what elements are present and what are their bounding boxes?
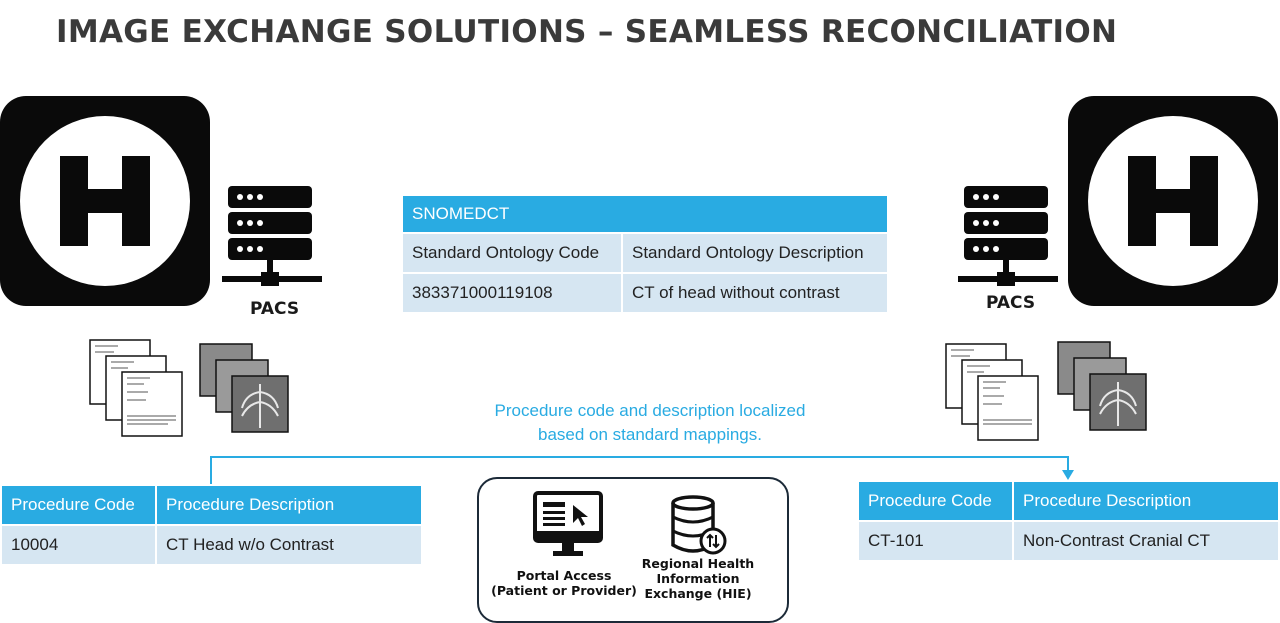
- hie-label: Regional Health Information Exchange (HI…: [641, 556, 755, 601]
- table-cell: Non-Contrast Cranial CT: [1012, 520, 1280, 562]
- portal-access-label: Portal Access (Patient or Provider): [491, 568, 637, 598]
- right-procedure-table: Procedure Code Procedure Description CT-…: [857, 480, 1280, 562]
- xray-images-icon: [1057, 341, 1147, 431]
- table-header-cell: Procedure Code: [0, 484, 157, 526]
- table-header-cell: Procedure Code: [857, 480, 1014, 522]
- pacs-server-icon: [958, 186, 1058, 286]
- table-header-cell: Standard Ontology Code: [401, 232, 623, 274]
- database-exchange-icon: [671, 495, 727, 555]
- hospital-icon: [0, 96, 210, 306]
- exchange-options-box: Portal Access (Patient or Provider) Regi…: [477, 477, 789, 623]
- table-header-cell: Procedure Description: [155, 484, 423, 526]
- pacs-label: PACS: [250, 299, 300, 319]
- table-cell: CT-101: [857, 520, 1014, 562]
- table-cell: 10004: [0, 524, 157, 566]
- table-cell: CT of head without contrast: [621, 272, 889, 314]
- xray-images-icon: [199, 343, 289, 433]
- mapping-caption: Procedure code and description localized…: [494, 401, 806, 444]
- table-header-cell: Standard Ontology Description: [621, 232, 889, 274]
- table-cell: CT Head w/o Contrast: [155, 524, 423, 566]
- table-cell: 383371000119108: [401, 272, 623, 314]
- snomed-table: SNOMEDCT Standard Ontology Code Standard…: [401, 194, 889, 314]
- left-procedure-table: Procedure Code Procedure Description 100…: [0, 484, 423, 566]
- pacs-server-icon: [222, 186, 322, 286]
- page-title: IMAGE EXCHANGE SOLUTIONS – SEAMLESS RECO…: [56, 14, 1118, 50]
- computer-monitor-icon: [533, 491, 603, 556]
- report-documents-icon: [89, 339, 183, 437]
- report-documents-icon: [945, 343, 1039, 441]
- snomed-title: SNOMEDCT: [401, 194, 889, 234]
- hospital-icon: [1068, 96, 1278, 306]
- table-header-cell: Procedure Description: [1012, 480, 1280, 522]
- pacs-label: PACS: [986, 293, 1036, 313]
